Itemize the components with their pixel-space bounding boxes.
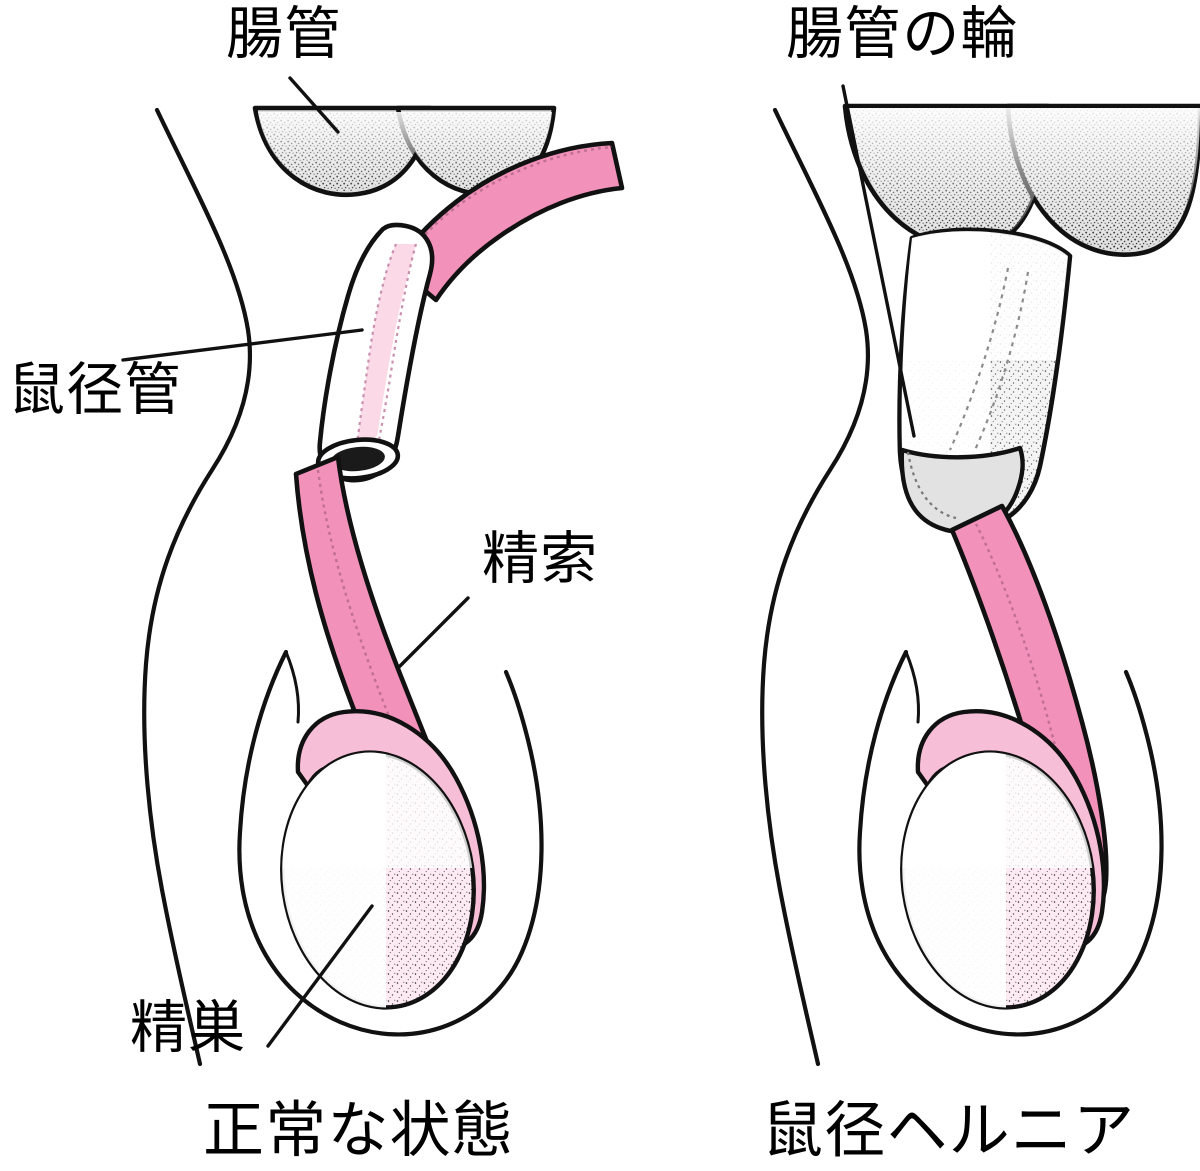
caption-inguinal-hernia: 鼠径ヘルニア — [762, 1095, 1136, 1166]
leader-spermatic-cord — [396, 596, 470, 670]
leader-testis — [266, 904, 374, 1048]
leader-inguinal-canal — [121, 328, 364, 362]
body-outline-left — [142, 107, 253, 1067]
label-testis: 精巣 — [130, 995, 247, 1061]
caption-normal-state: 正常な状態 — [203, 1095, 515, 1166]
label-intestine: 腸管 — [226, 1, 343, 67]
hernia-sac-right — [890, 227, 1080, 540]
body-outline-right — [760, 107, 871, 1067]
label-intestine-loop: 腸管の輪 — [786, 1, 1019, 67]
panel-hernia — [760, 84, 1200, 1067]
inguinal-canal-left — [315, 222, 435, 483]
leader-intestine-loop — [841, 84, 916, 438]
leader-intestine-left — [288, 76, 340, 134]
label-inguinal-canal: 鼠径管 — [8, 357, 183, 423]
label-spermatic-cord: 精索 — [482, 526, 599, 592]
scrotum-outline-left — [237, 649, 544, 1037]
scrotum-outline-right — [857, 649, 1164, 1037]
panel-normal — [121, 76, 625, 1067]
